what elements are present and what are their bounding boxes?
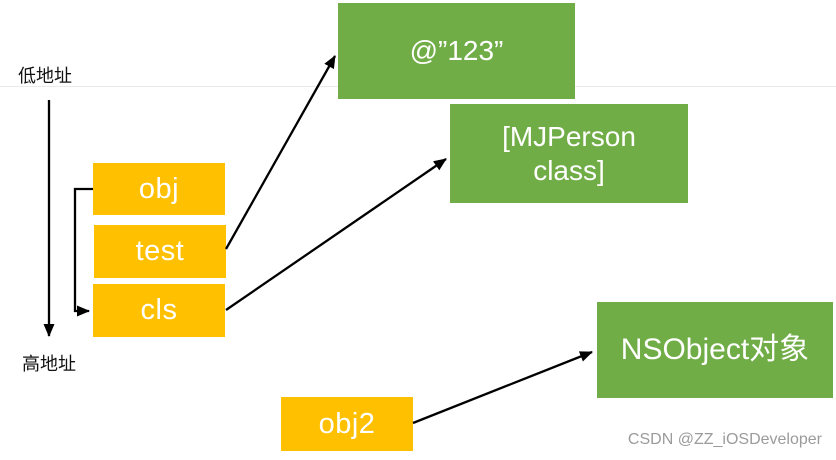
- heap-box-mjperson-class-line1: [MJPerson: [502, 120, 636, 152]
- test-to-string-arrow: [224, 55, 337, 250]
- high-address-label: 高地址: [22, 354, 76, 375]
- obj-to-cls-arrow: [73, 187, 93, 317]
- heap-box-mjperson-class-line2: class]: [533, 154, 605, 186]
- heap-box-nsobject: NSObject对象: [597, 302, 833, 398]
- stack-box-test-label: test: [135, 235, 185, 267]
- stack-box-obj2: obj2: [281, 397, 413, 451]
- heap-box-string-literal-label: @”123”: [409, 35, 504, 66]
- stack-box-cls: cls: [93, 284, 225, 337]
- cls-to-class-arrow: [225, 158, 447, 311]
- stack-box-obj-label: obj: [138, 172, 180, 205]
- stack-box-test: test: [94, 225, 226, 278]
- heap-box-mjperson-class: [MJPerson class]: [450, 104, 688, 203]
- stack-box-obj: obj: [93, 163, 225, 215]
- heap-box-string-literal: @”123”: [338, 3, 575, 99]
- heap-box-nsobject-label: NSObject对象: [620, 333, 810, 366]
- low-address-label: 低地址: [18, 66, 72, 87]
- obj2-to-nsobject-arrow: [412, 350, 593, 425]
- watermark: CSDN @ZZ_iOSDeveloper: [627, 431, 822, 448]
- stack-box-cls-label: cls: [140, 294, 178, 326]
- stack-box-obj2-label: obj2: [318, 407, 376, 440]
